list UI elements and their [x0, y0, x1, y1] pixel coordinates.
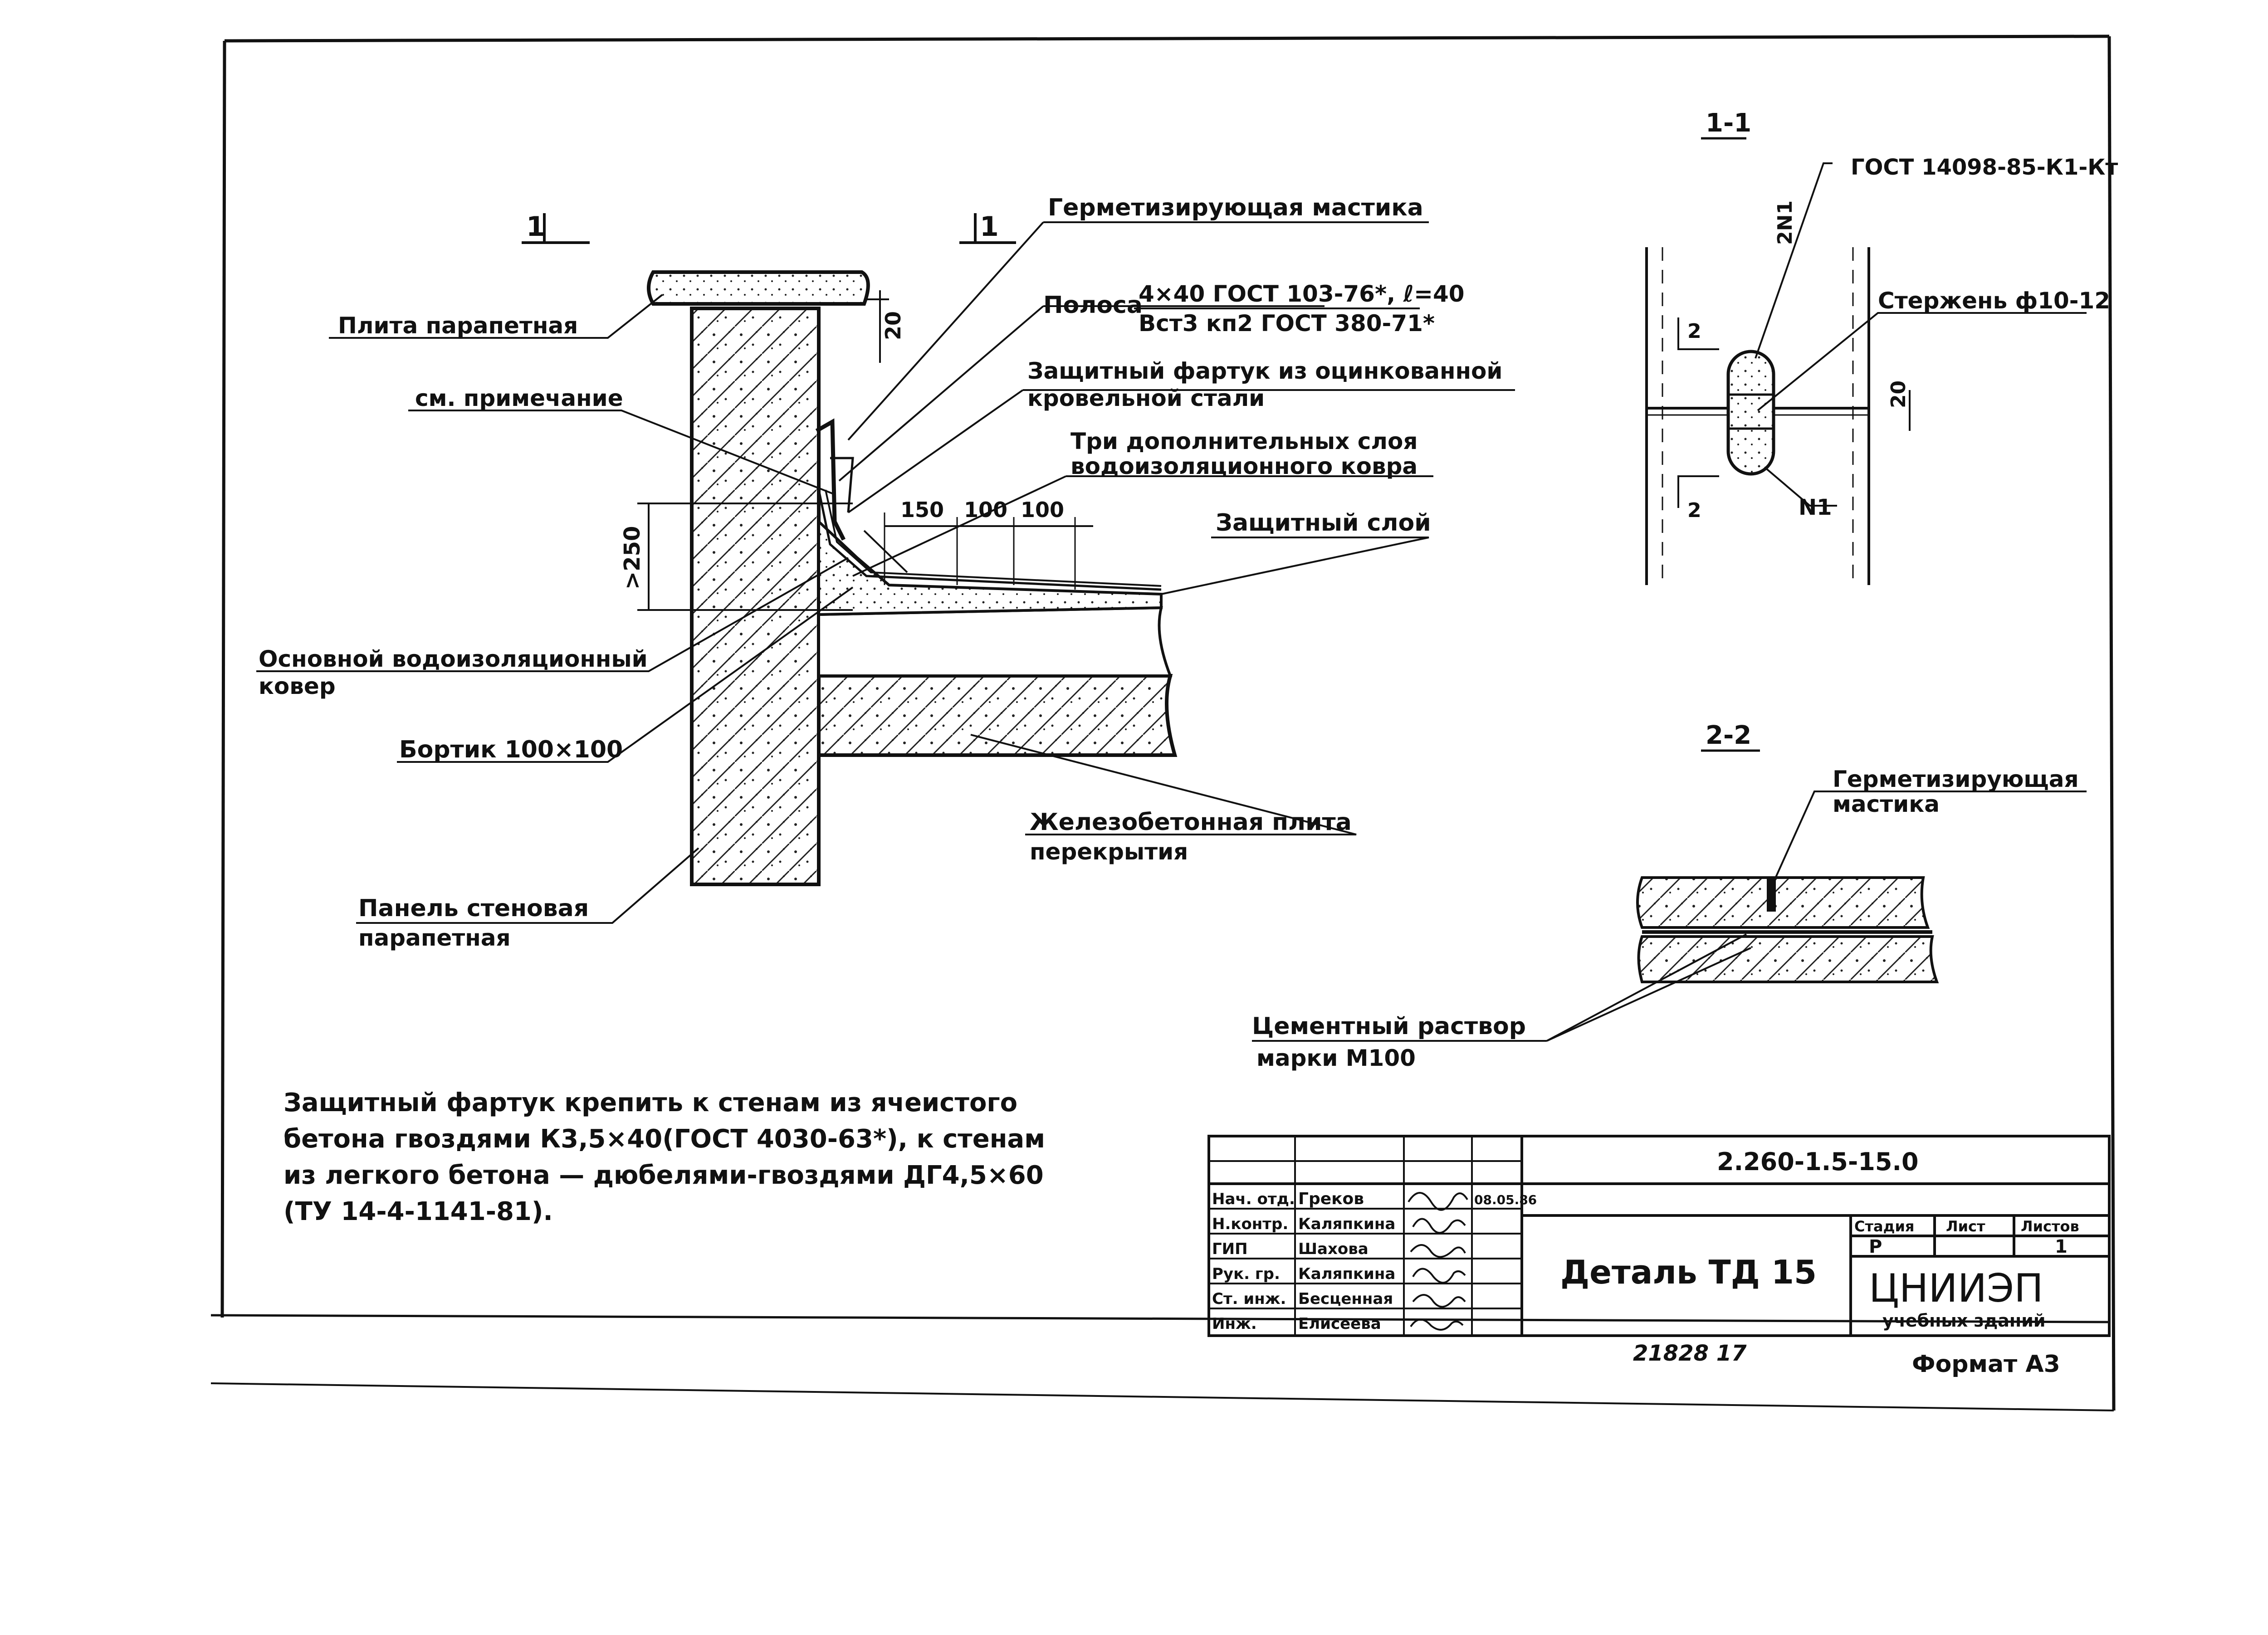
- sealant-joint: [1767, 878, 1776, 912]
- protective-apron: [815, 418, 846, 541]
- role-1: Нач. отд.: [1212, 1190, 1295, 1208]
- role-2: Н.контр.: [1212, 1215, 1288, 1233]
- label-see-note: см. примечание: [415, 385, 623, 411]
- date: 08.05.86: [1474, 1192, 1537, 1207]
- dim-100b: 100: [1021, 498, 1064, 522]
- drawing-title: Деталь ТД 15: [1560, 1253, 1817, 1291]
- title-block: Нач. отд. Греков Н.контр. Каляпкина ГИП …: [1207, 1135, 2111, 1337]
- label-n1: N1: [1799, 495, 1832, 520]
- mark-2-top: 2: [1687, 320, 1701, 343]
- label-extra-layers-2: водоизоляционного ковра: [1070, 453, 1418, 479]
- org-name: ЦНИИЭП: [1869, 1266, 2043, 1311]
- label-main-carpet-2: ковер: [259, 673, 336, 699]
- label-sealant-2-1: Герметизирующая: [1833, 766, 2079, 792]
- col-stage: Стадия: [1854, 1218, 1914, 1235]
- leader-lines: [256, 221, 1515, 924]
- doc-code: 2.260-1.5-15.0: [1717, 1147, 1919, 1176]
- label-gost: ГОСТ 14098-85-К1-Кт: [1851, 155, 2118, 180]
- parapet-cap-slab: [647, 270, 870, 306]
- name-1: Греков: [1298, 1190, 1364, 1208]
- callouts: Плита парапетная см. примечание Герметиз…: [259, 194, 1502, 951]
- format-label: Формат А3: [1912, 1351, 2060, 1378]
- roof-insulation-layer: [817, 606, 1173, 677]
- name-3: Шахова: [1298, 1240, 1369, 1258]
- section-mark-left: 1: [526, 211, 545, 243]
- name-2: Каляпкина: [1298, 1215, 1395, 1233]
- col-sheet: Лист: [1946, 1218, 1985, 1235]
- label-mortar-2: марки М100: [1256, 1045, 1416, 1071]
- role-3: ГИП: [1212, 1240, 1248, 1258]
- label-apron-2: кровельной стали: [1027, 385, 1265, 411]
- col-sheets: Листов: [2021, 1218, 2079, 1235]
- mark-2-bottom: 2: [1687, 499, 1701, 522]
- note-line-3: из легкого бетона — дюбелями-гвоздями ДГ…: [284, 1161, 1044, 1190]
- floor-slab: [817, 674, 1178, 757]
- dim-100a: 100: [964, 498, 1007, 522]
- label-curb: Бортик 100×100: [399, 736, 623, 763]
- role-6: Инж.: [1212, 1315, 1257, 1333]
- label-mortar-1: Цементный раствор: [1252, 1013, 1526, 1040]
- label-strip: Полоса: [1043, 292, 1143, 319]
- label-rc-slab-1: Железобетонная плита: [1030, 809, 1352, 836]
- rod-n1: [1726, 350, 1775, 476]
- section-1-1-title: 1-1: [1706, 108, 1751, 138]
- parapet-wall-panel: [690, 307, 821, 886]
- section-marks: 1 1: [522, 211, 1016, 244]
- label-strip-bottom: Вст3 кп2 ГОСТ 380-71*: [1139, 310, 1435, 337]
- label-apron-1: Защитный фартук из оцинкованной: [1027, 358, 1502, 384]
- dim-20: 20: [1887, 381, 1910, 408]
- dim-top: 20: [881, 311, 905, 340]
- name-6: Елисеева: [1298, 1315, 1381, 1333]
- signature-scribbles: [1408, 1192, 1468, 1331]
- dim-height: >250: [620, 526, 645, 590]
- label-sealant-2-2: мастика: [1833, 791, 1940, 817]
- signature-rows: Нач. отд. Греков Н.контр. Каляпкина ГИП …: [1212, 1190, 1537, 1333]
- label-rod: Стержень ф10-12: [1878, 288, 2110, 314]
- section-2-2-title: 2-2: [1706, 721, 1751, 750]
- section-2-2: 2-2 Герметизирующая мастика Цементный ра…: [1252, 721, 2087, 1071]
- note-line-2: бетона гвоздями К3,5×40(ГОСТ 4030-63*), …: [284, 1124, 1045, 1154]
- label-wall-panel-1: Панель стеновая: [358, 895, 589, 922]
- label-sealant: Герметизирующая мастика: [1048, 194, 1423, 221]
- section-1-1: 1-1 ГОСТ 14098-85-К1-Кт Стержень ф10-12 …: [1645, 108, 2118, 585]
- label-strip-top: 4×40 ГОСТ 103-76*, ℓ=40: [1139, 281, 1465, 307]
- label-2n1: 2N1: [1774, 200, 1797, 245]
- label-parapet-slab: Плита парапетная: [338, 312, 578, 339]
- role-4: Рук. гр.: [1212, 1265, 1280, 1283]
- main-detail-view: 20 >250 150 100 100 1 1: [522, 211, 1178, 886]
- org-sub: учебных зданий: [1882, 1311, 2045, 1331]
- name-5: Бесценная: [1298, 1290, 1393, 1308]
- label-main-carpet-1: Основной водоизоляционный: [259, 646, 648, 672]
- dim-150: 150: [900, 498, 944, 522]
- note-line-4: (ТУ 14-4-1141-81).: [284, 1197, 553, 1226]
- slab-upper: [1636, 876, 1930, 929]
- role-5: Ст. инж.: [1212, 1290, 1286, 1308]
- slab-lower: [1637, 935, 1939, 983]
- main-dimensions: 20 >250 150 100 100: [620, 290, 1093, 611]
- label-rc-slab-2: перекрытия: [1030, 839, 1188, 865]
- note-block: Защитный фартук крепить к стенам из ячеи…: [284, 1088, 1045, 1226]
- archive-number: 21828 17: [1633, 1341, 1747, 1366]
- label-protective-layer: Защитный слой: [1216, 509, 1431, 537]
- stage-value: Р: [1869, 1236, 1882, 1257]
- label-wall-panel-2: парапетная: [358, 925, 511, 951]
- sheet-frame: [210, 34, 2116, 1411]
- label-extra-layers-1: Три дополнительных слоя: [1070, 428, 1418, 454]
- section-mark-right: 1: [980, 211, 999, 243]
- sheets-value: 1: [2055, 1236, 2068, 1257]
- name-4: Каляпкина: [1298, 1265, 1395, 1283]
- note-line-1: Защитный фартук крепить к стенам из ячеи…: [284, 1088, 1017, 1118]
